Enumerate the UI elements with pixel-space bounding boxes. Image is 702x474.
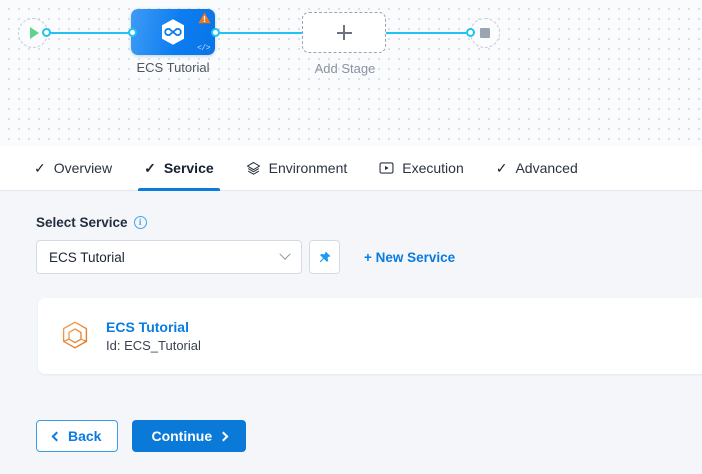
stage-node-label: ECS Tutorial: [136, 60, 210, 75]
select-service-row: ECS Tutorial + New Service: [36, 240, 702, 274]
warning-triangle-icon[interactable]: [198, 12, 211, 24]
code-brackets-icon[interactable]: </>: [197, 44, 210, 53]
tab-execution[interactable]: Execution: [363, 146, 479, 191]
harness-hexagon-icon: [162, 19, 184, 45]
tab-environment[interactable]: Environment: [230, 146, 364, 191]
tab-environment-label: Environment: [268, 160, 348, 176]
back-button[interactable]: Back: [36, 420, 119, 452]
layers-diamond-icon: [246, 161, 260, 175]
pipeline-end-node[interactable]: [470, 18, 500, 48]
cube-hexagon-icon: [62, 321, 88, 349]
check-icon: ✓: [495, 160, 508, 176]
footer-button-row: Back Continue: [36, 420, 247, 452]
chevron-left-icon: [51, 431, 62, 441]
tab-advanced[interactable]: ✓ Advanced: [480, 146, 594, 191]
connector-dot-stage-left[interactable]: [128, 28, 137, 37]
service-card[interactable]: ECS Tutorial Id: ECS_Tutorial: [38, 298, 702, 374]
tab-overview[interactable]: ✓ Overview: [18, 146, 128, 191]
connector-dot-start[interactable]: [42, 28, 51, 37]
pipeline-stage-node[interactable]: </>: [131, 9, 215, 55]
play-icon: [30, 27, 39, 39]
back-button-label: Back: [68, 428, 102, 444]
service-card-id: Id: ECS_Tutorial: [106, 338, 201, 353]
service-card-title[interactable]: ECS Tutorial: [106, 319, 189, 335]
plus-icon: [336, 25, 352, 40]
chevron-right-icon: [218, 431, 229, 441]
connector-wire-stage-to-add: [215, 32, 305, 34]
pipeline-canvas[interactable]: </> ECS Tutorial Add Stage: [0, 0, 702, 146]
select-service-label-row: Select Service i: [36, 215, 702, 230]
stage-tab-bar: ✓ Overview ✓ Service Environment Executi…: [0, 146, 702, 191]
tab-advanced-label: Advanced: [515, 160, 578, 176]
tab-service[interactable]: ✓ Service: [128, 146, 230, 191]
play-box-icon: [379, 162, 394, 174]
add-stage-button[interactable]: [302, 12, 386, 53]
connector-wire-start-to-stage: [46, 32, 134, 34]
chevron-down-icon: [279, 248, 291, 260]
tab-service-label: Service: [163, 160, 214, 176]
service-select-dropdown[interactable]: ECS Tutorial: [36, 240, 302, 274]
continue-button[interactable]: Continue: [132, 420, 247, 452]
stop-square-icon: [480, 28, 490, 38]
check-icon: ✓: [144, 160, 156, 176]
service-card-text: ECS Tutorial Id: ECS_Tutorial: [106, 319, 201, 353]
add-stage-label: Add Stage: [314, 61, 376, 76]
check-icon: ✓: [34, 160, 46, 176]
pin-service-button[interactable]: [309, 240, 340, 274]
tab-overview-label: Overview: [53, 160, 113, 176]
pin-icon: [319, 251, 331, 262]
connector-wire-add-to-end: [384, 32, 472, 34]
new-service-link[interactable]: + New Service: [364, 249, 456, 265]
select-service-label: Select Service: [36, 215, 128, 230]
info-icon[interactable]: i: [133, 216, 147, 229]
tab-execution-label: Execution: [402, 160, 464, 176]
connector-dot-end[interactable]: [466, 28, 475, 37]
continue-button-label: Continue: [151, 428, 213, 444]
connector-dot-stage-right[interactable]: [211, 28, 220, 37]
service-tab-content: Select Service i ECS Tutorial + New Serv…: [0, 191, 702, 474]
service-select-value: ECS Tutorial: [49, 249, 125, 265]
